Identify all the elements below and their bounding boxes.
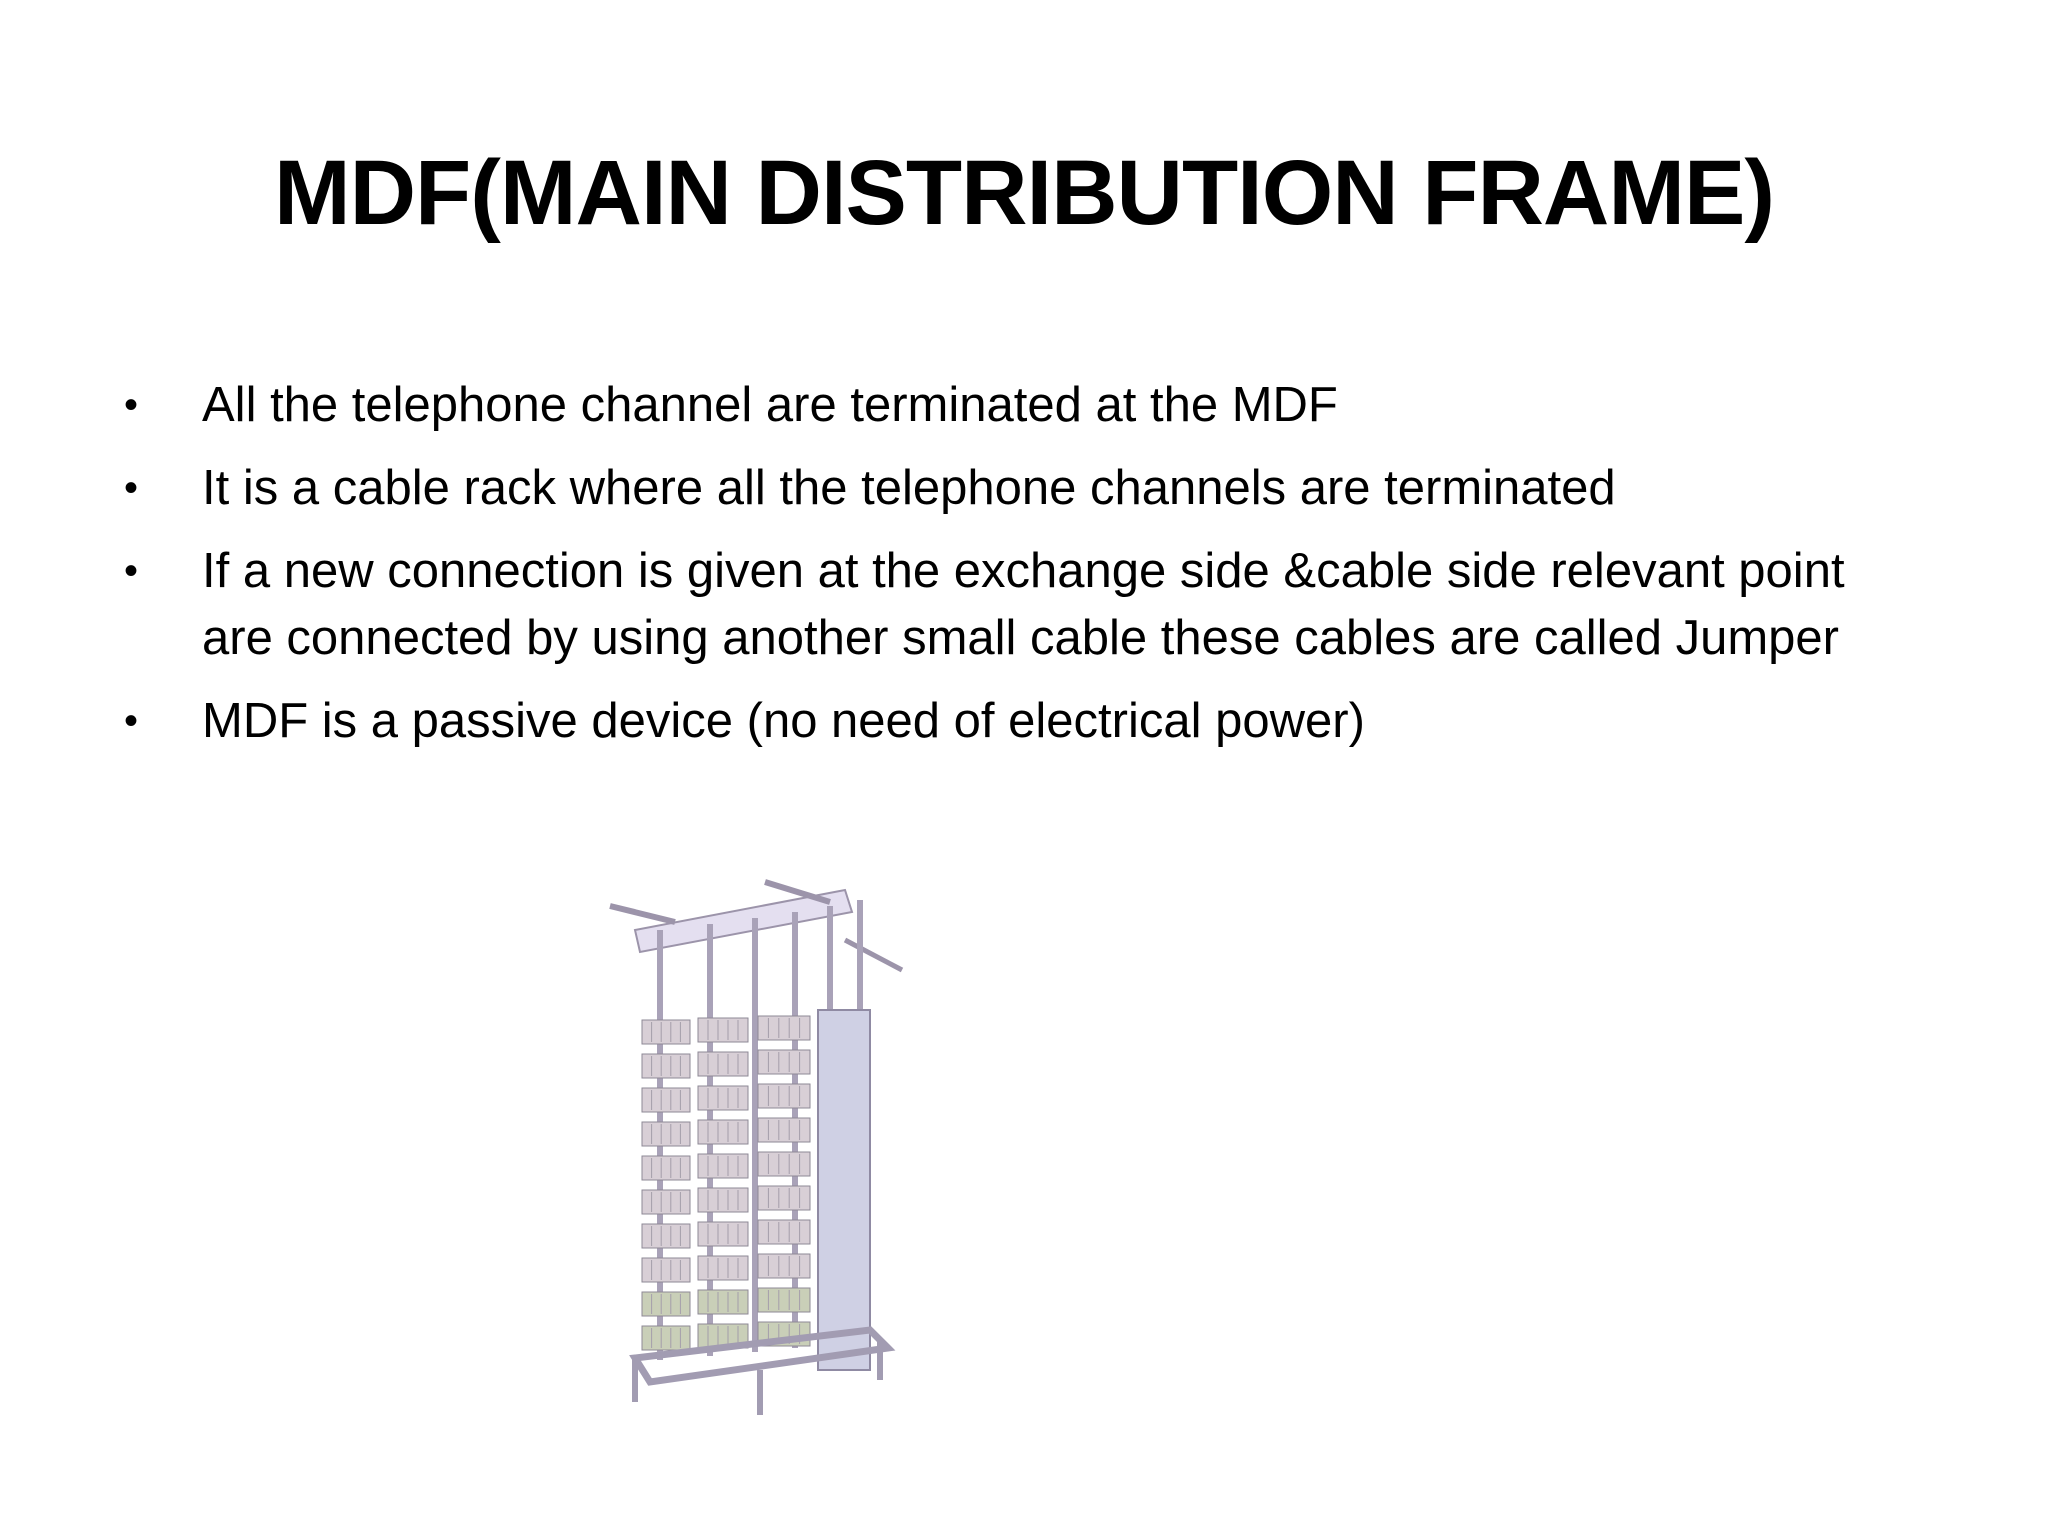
terminal-block xyxy=(697,1119,749,1145)
bullet-text: It is a cable rack where all the telepho… xyxy=(202,461,1616,515)
terminal-block xyxy=(641,1291,691,1317)
bullet-icon: • xyxy=(124,466,139,510)
terminal-block xyxy=(697,1187,749,1213)
terminal-block xyxy=(697,1289,749,1315)
terminal-block xyxy=(641,1257,691,1283)
terminal-block xyxy=(641,1325,691,1351)
terminal-block xyxy=(697,1153,749,1179)
rack-top-arm-right xyxy=(843,937,904,973)
bullet-list: • All the telephone channel are terminat… xyxy=(120,372,1920,771)
terminal-block xyxy=(641,1087,691,1113)
terminal-block xyxy=(697,1017,749,1043)
rack-base-frame xyxy=(629,1326,896,1386)
bullet-item: • All the telephone channel are terminat… xyxy=(120,372,1920,439)
terminal-block xyxy=(697,1051,749,1077)
mdf-rack-icon xyxy=(609,879,904,1415)
rack-top-bar xyxy=(633,888,854,954)
bullet-text: MDF is a passive device (no need of elec… xyxy=(202,694,1365,748)
slide-title: MDF(MAIN DISTRIBUTION FRAME) xyxy=(273,142,1775,244)
bullet-item: • MDF is a passive device (no need of el… xyxy=(120,688,1920,755)
terminal-block xyxy=(757,1185,811,1211)
terminal-block xyxy=(641,1019,691,1045)
mdf-rack-illustration xyxy=(590,870,930,1430)
bullet-icon: • xyxy=(124,383,139,427)
terminal-block xyxy=(757,1287,811,1313)
terminal-block xyxy=(697,1221,749,1247)
bullet-text: If a new connection is given at the exch… xyxy=(202,544,1845,665)
terminal-block xyxy=(641,1189,691,1215)
terminal-block xyxy=(641,1155,691,1181)
terminal-block xyxy=(641,1053,691,1079)
terminal-block xyxy=(757,1253,811,1279)
terminal-block xyxy=(641,1121,691,1147)
terminal-block xyxy=(757,1117,811,1143)
bullet-item: • It is a cable rack where all the telep… xyxy=(120,455,1920,522)
bullet-icon: • xyxy=(124,549,139,593)
terminal-block xyxy=(697,1085,749,1111)
bullet-item: • If a new connection is given at the ex… xyxy=(120,538,1920,672)
terminal-block xyxy=(757,1219,811,1245)
terminal-block xyxy=(641,1223,691,1249)
terminal-block xyxy=(757,1083,811,1109)
rack-top-arm-mid xyxy=(764,879,831,905)
bullet-icon: • xyxy=(124,699,139,743)
terminal-block xyxy=(697,1255,749,1281)
terminal-block xyxy=(757,1049,811,1075)
terminal-block xyxy=(757,1015,811,1041)
rack-terminal-blocks xyxy=(641,1015,843,1351)
terminal-block xyxy=(757,1151,811,1177)
rack-top-arm-left xyxy=(609,903,676,925)
bullet-text: All the telephone channel are terminated… xyxy=(202,378,1338,432)
rack-side-column xyxy=(817,1009,871,1371)
